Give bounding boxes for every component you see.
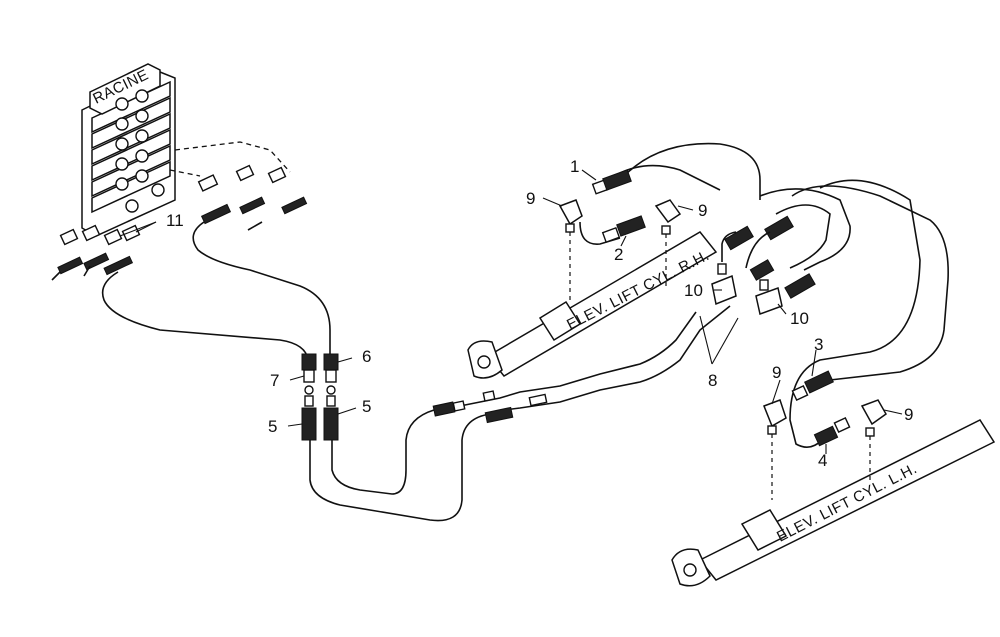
elbow-9-lh-left [763, 399, 787, 500]
callout-11: 11 [166, 211, 184, 230]
callout-1: 1 [570, 157, 579, 176]
tee-10-right [755, 279, 783, 315]
callout-9-rh-right: 9 [698, 201, 707, 220]
coupler-5-left [301, 395, 317, 441]
fitting-3 [791, 370, 834, 401]
callout-2: 2 [614, 245, 623, 264]
tee-10-left [711, 263, 737, 306]
valve-outlet-fittings [57, 164, 308, 276]
callout-8: 8 [708, 371, 717, 390]
fitting-2 [601, 215, 646, 243]
callout-9-lh-left: 9 [772, 363, 781, 382]
hose-coupler-5-left [309, 413, 491, 522]
callout-3: 3 [814, 335, 823, 354]
coupler-7 [301, 353, 317, 395]
hose-to-coupler-6 [192, 221, 331, 360]
callout-5-right: 5 [362, 397, 371, 416]
elbow-9-rh-left [558, 199, 583, 300]
callout-10-right: 10 [790, 309, 809, 328]
coupler-6 [323, 353, 339, 395]
lift-cylinder-rh: ELEV. LIFT CYL. R.H. [467, 231, 718, 379]
callout-7: 7 [270, 371, 279, 390]
fitting-1 [591, 169, 632, 195]
coupler-5-right [323, 395, 339, 441]
callout-4: 4 [818, 451, 827, 470]
callout-9-rh-left: 9 [526, 189, 535, 208]
fitting-4 [813, 417, 851, 447]
callout-10-left: 10 [684, 281, 703, 300]
control-valve: RACINE [81, 63, 176, 237]
callout-5-left: 5 [268, 417, 277, 436]
lift-cylinder-lh: ELEV. LIFT CYL. L.H. [671, 419, 996, 587]
hose-to-coupler-7 [101, 271, 309, 370]
elbow-9-rh-right [654, 199, 682, 290]
callout-6: 6 [362, 347, 371, 366]
hose-coupler-5-right [331, 409, 435, 495]
callout-9-lh-right: 9 [904, 405, 913, 424]
elbow-9-lh-right [860, 399, 887, 480]
lh-cylinder-label: ELEV. LIFT CYL. L.H. [774, 460, 920, 546]
